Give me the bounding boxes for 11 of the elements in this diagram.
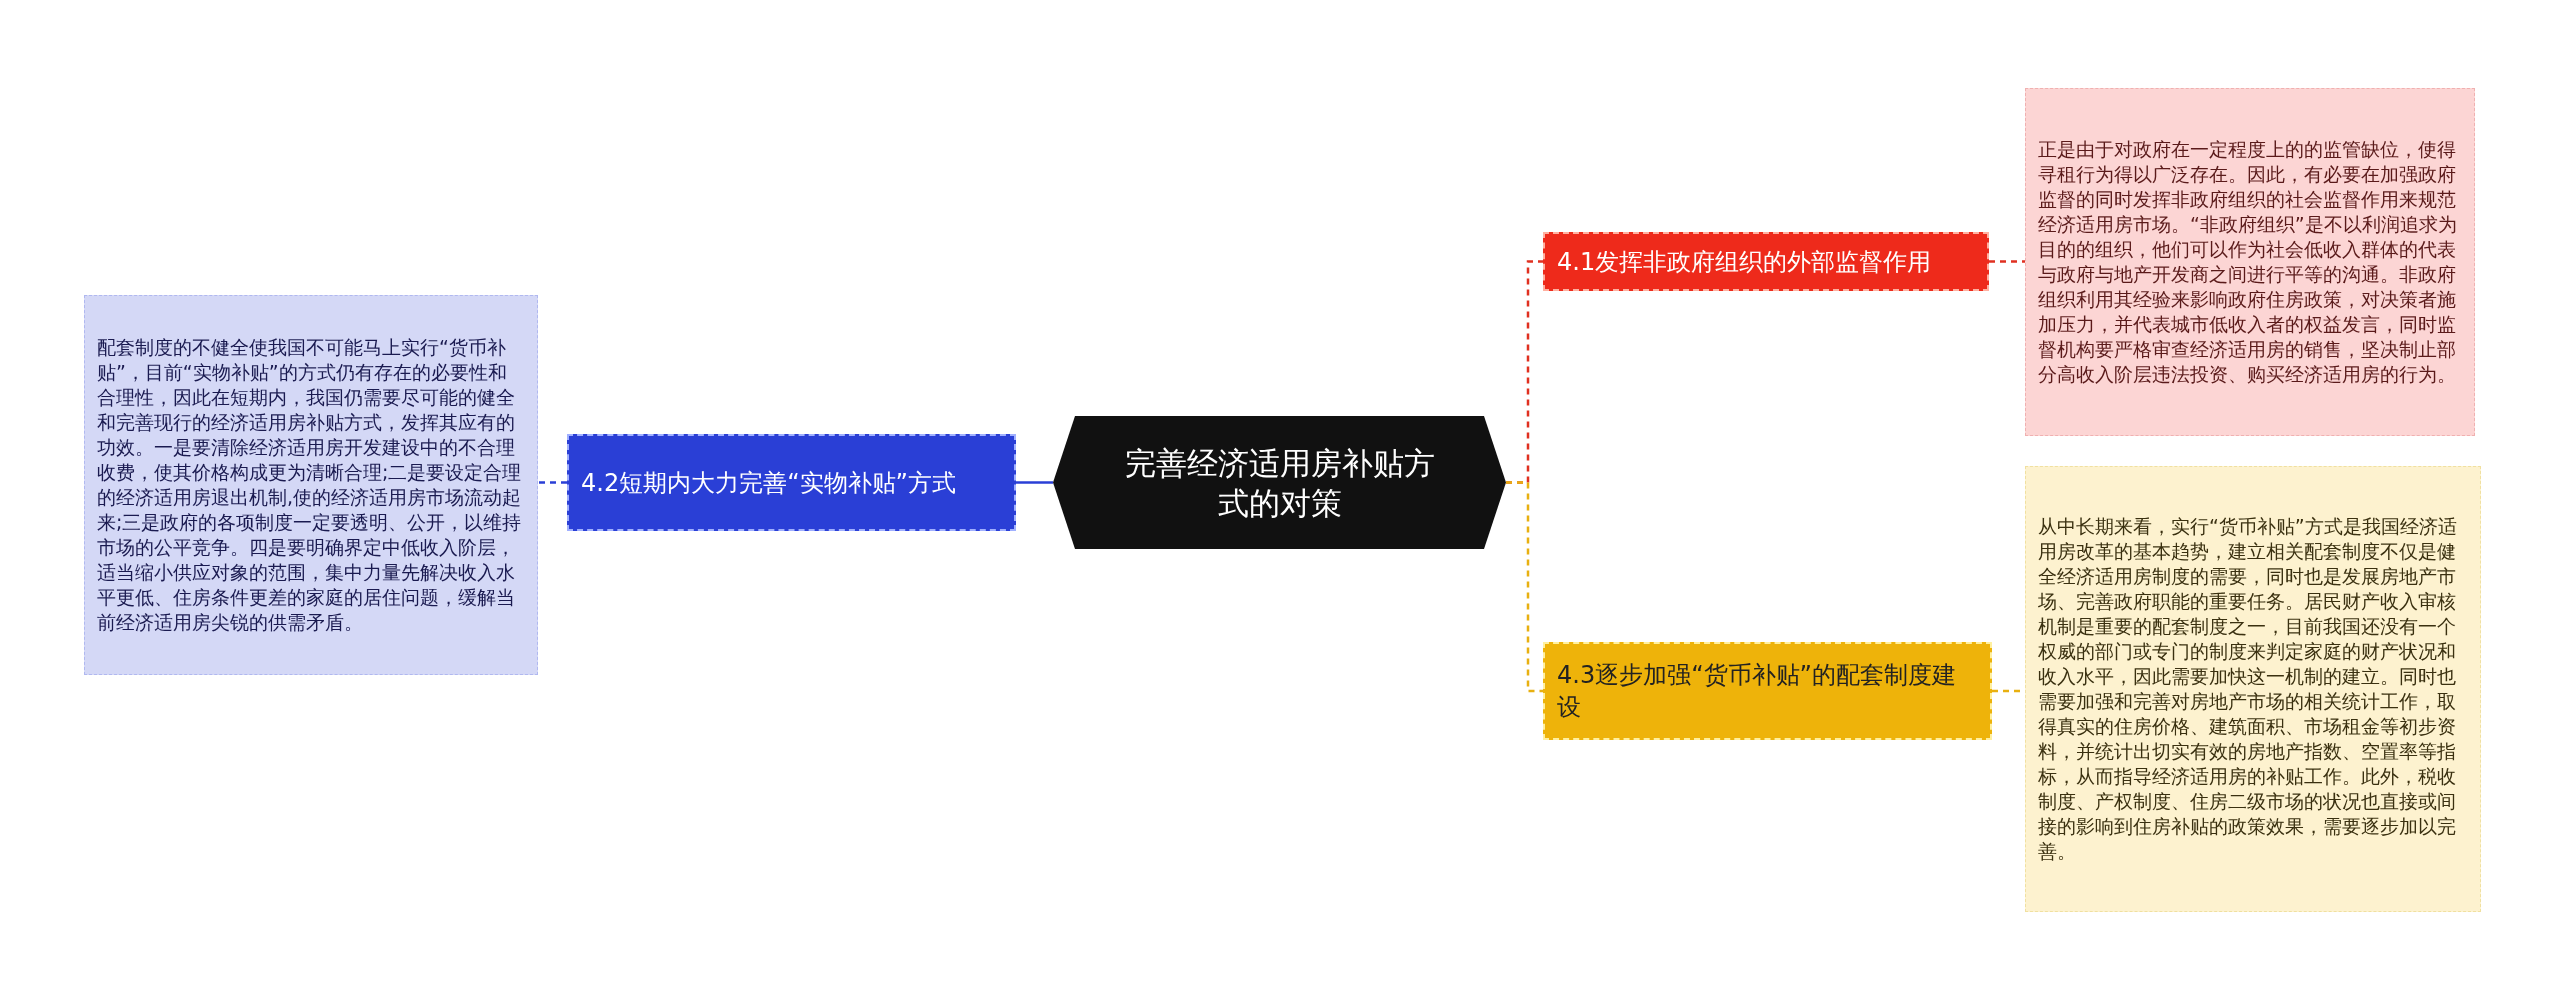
- connector-line: [1506, 481, 1543, 693]
- topic-box: 4.1发挥非政府组织的外部监督作用: [1543, 232, 1989, 291]
- note-box: 配套制度的不健全使我国不可能马上实行“货币补贴”，目前“实物补贴”的方式仍有存在的必要性和合理性，因此在短期内，我国仍需要尽可能的健全和完善现行的经济适用房补贴方式，发挥其应有的功效。一是要清除经济适用房开发建设中的不合理收费，使其价格构成更为清晰合理;二是要设定合理的经济适用房退出机制,使的经济适用房市场流动起来;三是政府的各项制度一定要透明、公开，以维持市场的公平竞争。四是要明确界定中低收入阶层，适当缩小供应对象的范围，集中力量先解决收入水平更低、住房条件更差的家庭的居住问题，缓解当前经济适用房尖锐的供需矛盾。: [84, 295, 538, 675]
- connector-line: [538, 481, 567, 484]
- topic-box: 4.3逐步加强“货币补贴”的配套制度建设: [1543, 642, 1992, 740]
- connector-line: [1989, 260, 2025, 263]
- note-box: 从中长期来看，实行“货币补贴”方式是我国经济适用房改革的基本趋势，建立相关配套制度不仅是健全经济适用房制度的需要，同时也是发展房地产市场、完善政府职能的重要任务。居民财产收入审核机制是重要的配套制度之一，目前我国还没有一个权威的部门或专门的制度来判定家庭的财产状况和收入水平，因此需要加快这一机制的建立。同时也需要加强和完善对房地产市场的相关统计工作，取得真实的住房价格、建筑面积、市场租金等初步资料，并统计出切实有效的房地产指数、空置率等指标，从而指导经济适用房的补贴工作。此外，税收制度、产权制度、住房二级市场的状况也直接或间接的影响到住房补贴的政策效果，需要逐步加以完善。: [2025, 466, 2481, 912]
- central-topic: 完善经济适用房补贴方式的对策: [1053, 416, 1506, 549]
- note-box: 正是由于对政府在一定程度上的的监管缺位，使得寻租行为得以广泛存在。因此，有必要在加强政府监督的同时发挥非政府组织的社会监督作用来规范经济适用房市场。“非政府组织”是不以利润追求为目的的组织，他们可以作为社会低收入群体的代表与政府与地产开发商之间进行平等的沟通。非政府组织利用其经验来影响政府住房政策，对决策者施加压力，并代表城市低收入者的权益发言，同时监督机构要严格审查经济适用房的销售，坚决制止部分高收入阶层违法投资、购买经济适用房的行为。: [2025, 88, 2475, 436]
- topic-box: 4.2短期内大力完善“实物补贴”方式: [567, 434, 1016, 531]
- connector-line: [1016, 481, 1053, 484]
